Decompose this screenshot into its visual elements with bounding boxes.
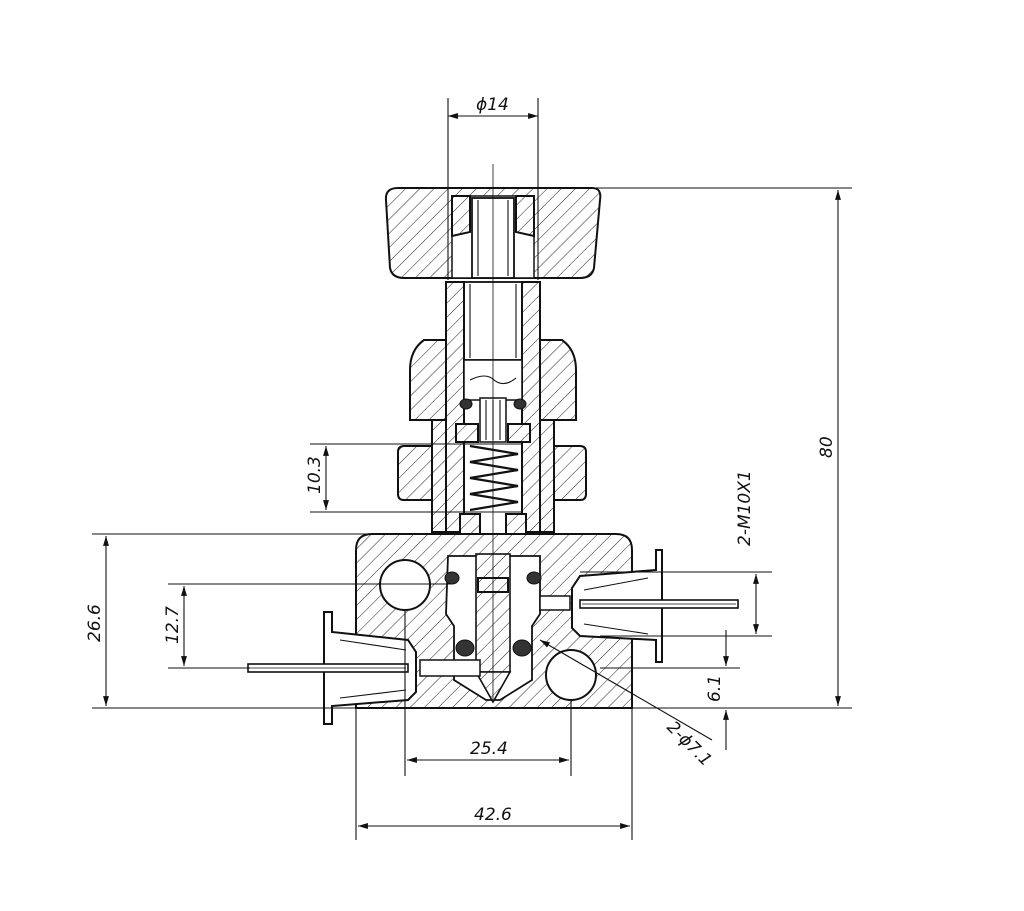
label-holes: 2-ϕ7.1 xyxy=(662,717,715,770)
dimension-lines xyxy=(92,98,852,840)
label-body-height: 26.6 xyxy=(85,604,105,642)
label-bottom-offset: 6.1 xyxy=(705,675,725,702)
label-body-width: 42.6 xyxy=(474,805,512,825)
label-spring: 10.3 xyxy=(305,456,325,494)
label-port-spacing: 25.4 xyxy=(470,739,508,759)
spring xyxy=(466,443,522,513)
left-fitting xyxy=(247,611,417,725)
valve-body xyxy=(355,533,633,709)
label-thread: 2-M10X1 xyxy=(735,470,755,546)
right-fitting xyxy=(571,549,739,663)
label-port-height: 12.7 xyxy=(163,606,183,644)
label-height-total: 80 xyxy=(817,436,837,458)
label-dia-top: ϕ14 xyxy=(476,95,509,115)
bonnet xyxy=(397,281,587,533)
bolt-hole-left xyxy=(379,559,431,611)
